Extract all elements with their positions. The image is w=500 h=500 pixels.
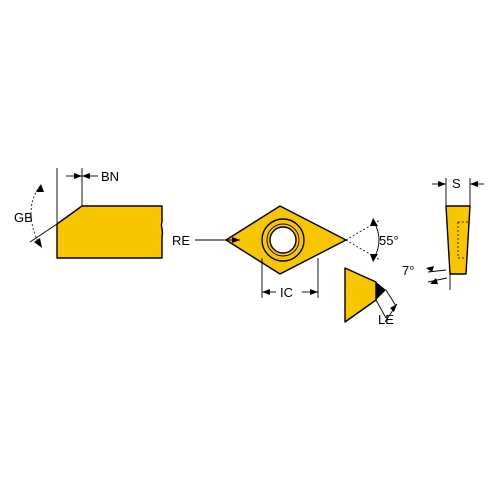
ic-label: IC [280, 285, 293, 300]
insert-hole [269, 226, 297, 254]
re-label: RE [172, 233, 190, 248]
edge-profile-view: BN GB [14, 168, 164, 259]
angle-label: 55° [379, 233, 399, 248]
insert-top-view: RE 55° IC [172, 205, 399, 300]
le-label: LE [378, 312, 394, 327]
tip-wiper-edge [376, 282, 386, 300]
clearance-label: 7° [402, 263, 414, 278]
gb-label: GB [14, 210, 33, 225]
s-label: S [452, 176, 461, 191]
edge-length-detail: LE [344, 267, 398, 327]
insert-side-view: S 7° [402, 176, 484, 290]
clearance-arrow [426, 266, 434, 272]
re-arrow [232, 237, 240, 243]
bn-label: BN [101, 169, 119, 184]
bn-arrow [74, 173, 82, 179]
tip-body [344, 267, 377, 323]
edge-profile-body [56, 205, 164, 259]
gb-reference-line [29, 223, 58, 243]
